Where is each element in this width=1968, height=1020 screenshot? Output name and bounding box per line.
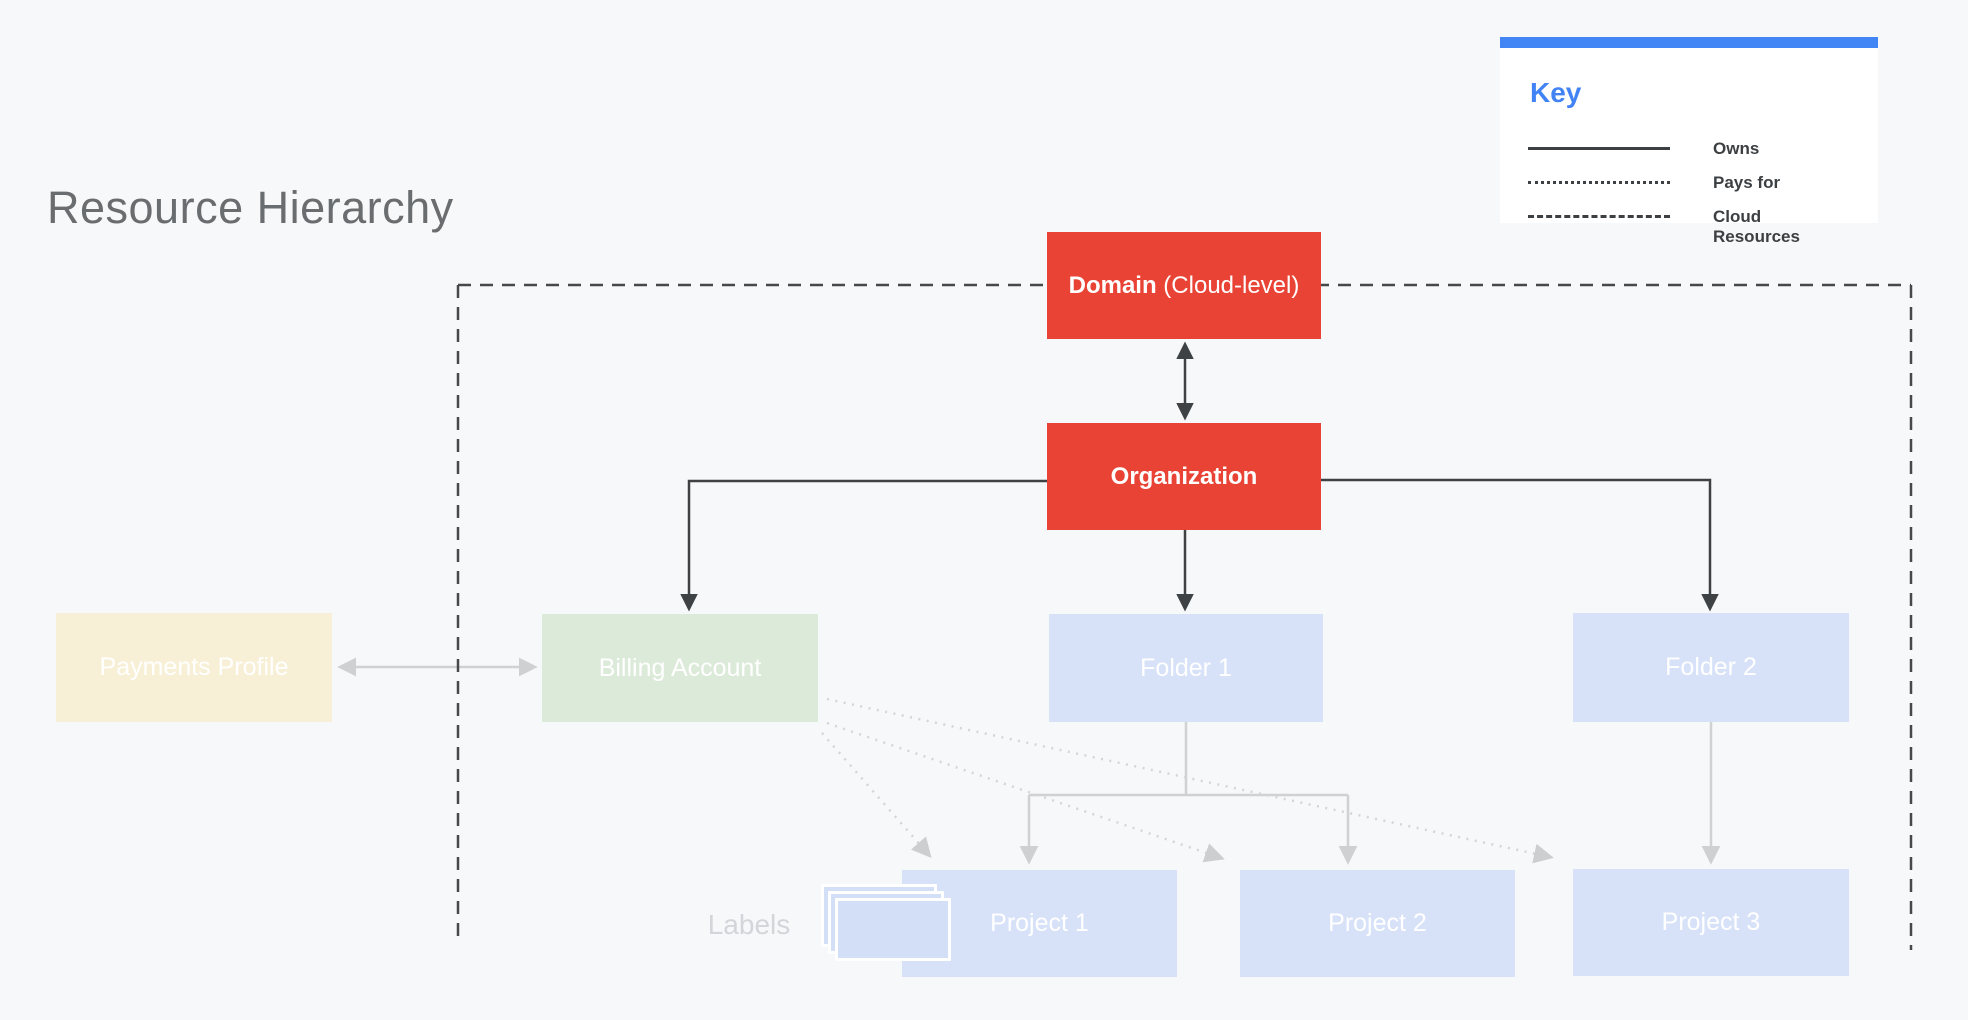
billing-project2-dotted-arrow [826,721,1225,863]
project-3-label: Project 3 [1661,908,1761,936]
page-title: Resource Hierarchy [47,182,454,233]
key-item-label: Pays for [1713,173,1781,192]
node-project-2: Project 2 [1240,870,1515,977]
labels-caption: Labels [707,909,791,940]
organization-folder2-arrow [1321,478,1719,612]
pays-for-connectors [821,697,1554,864]
domain-label: Domain (Cloud-level) [1068,271,1300,299]
organization-billing-arrow [680,479,1047,612]
dashed-line-sample [1528,215,1670,218]
solid-line-sample [1528,147,1670,150]
billing-project1-dotted-arrow [821,732,932,859]
node-billing-account: Billing Account [542,614,818,722]
key-item-pays-for: Pays for [1528,173,1823,193]
billing-account-label: Billing Account [598,653,762,682]
node-domain: Domain (Cloud-level) [1047,232,1321,339]
node-folder-1: Folder 1 [1049,614,1323,722]
labels-stack-icon [835,898,951,961]
subtree-connectors [337,657,1721,865]
billing-project3-dotted-arrow [826,697,1554,864]
key-accent-bar [1500,37,1878,48]
key-item-cloud-resources: Cloud Resources [1528,207,1823,247]
project-2-label: Project 2 [1328,909,1427,937]
owns-connectors [680,341,1719,612]
key-item-owns: Owns [1528,139,1823,159]
node-folder-2: Folder 2 [1573,613,1849,722]
payments-profile-label: Payments Profile [99,653,289,681]
key-title: Key [1530,77,1582,108]
key-item-label: Owns [1713,139,1760,158]
organization-label: Organization [1110,462,1258,490]
key-item-label: Cloud Resources [1713,207,1800,247]
folder-1-label: Folder 1 [1140,653,1232,682]
node-payments-profile: Payments Profile [56,613,332,722]
dotted-line-sample [1528,181,1670,184]
folder-2-label: Folder 2 [1665,653,1757,681]
node-organization: Organization [1047,423,1321,530]
node-project-3: Project 3 [1573,869,1849,976]
project-1-label: Project 1 [990,909,1089,937]
key-legend: Key Owns Pays for Cloud Resources [1500,37,1878,246]
